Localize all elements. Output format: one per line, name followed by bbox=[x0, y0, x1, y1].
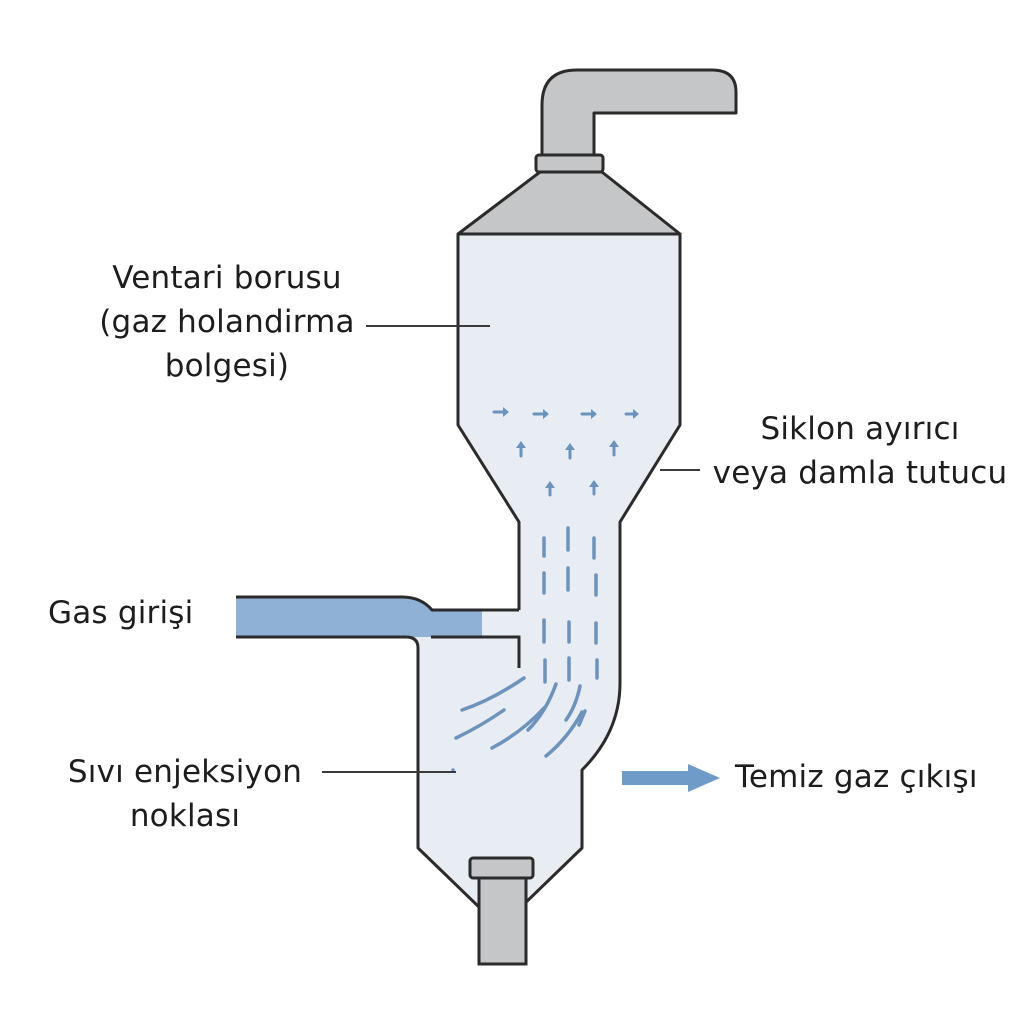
bottom-drain-pipe bbox=[477, 876, 528, 966]
droplet-flow-marks bbox=[451, 407, 639, 772]
vessel-top-cone bbox=[456, 170, 682, 236]
liquid-injection-label: Sıvı enjeksiyon noklası bbox=[40, 750, 330, 838]
venturi-label: Ventari borusu (gaz holandirma bolgesi) bbox=[82, 256, 372, 388]
bottom-flange bbox=[468, 856, 535, 880]
top-outlet-elbow-pipe bbox=[540, 68, 738, 162]
liquid-injection-label-line-1: Sıvı enjeksiyon bbox=[67, 754, 303, 790]
top-flange bbox=[534, 153, 605, 174]
vessel-body bbox=[236, 234, 680, 908]
gas-inlet-top-outline bbox=[236, 595, 519, 612]
cyclone-label-line-2: veya damla tutucu bbox=[712, 455, 1008, 491]
gas-inlet-label: Gas girişi bbox=[48, 595, 194, 631]
venturi-label-line-3: bolgesi) bbox=[164, 348, 290, 384]
clean-gas-outlet-label: Temiz gaz çıkışı bbox=[735, 759, 978, 795]
leader-lines bbox=[322, 325, 700, 773]
cyclone-label-line-1: Siklon ayırıcı bbox=[760, 411, 960, 447]
gas-inlet-pipe bbox=[236, 597, 482, 637]
clean-gas-outlet-arrow bbox=[622, 764, 720, 792]
venturi-label-line-2: (gaz holandirma bbox=[99, 304, 355, 340]
venturi-label-line-1: Ventari borusu bbox=[112, 260, 342, 296]
liquid-injection-label-line-2: noklası bbox=[129, 798, 241, 834]
vessel-outline bbox=[236, 232, 682, 910]
injection-nozzle bbox=[431, 635, 521, 668]
cyclone-label: Siklon ayırıcı veya damla tutucu bbox=[700, 407, 1020, 495]
